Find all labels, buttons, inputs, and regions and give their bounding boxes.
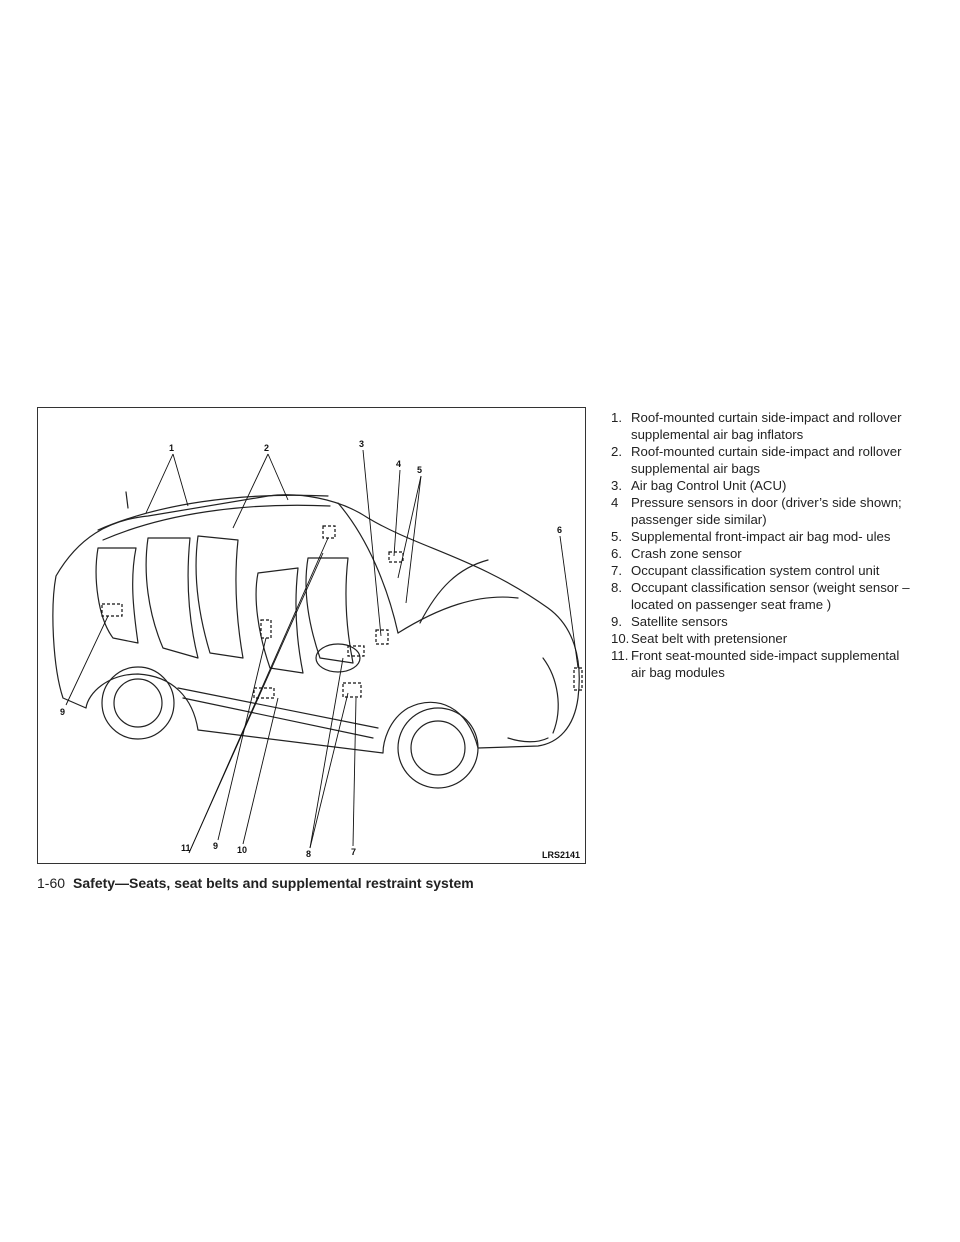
callout-11: 11 [181,843,191,853]
legend-number: 10. [611,631,630,646]
legend-text: Seat belt with pretensioner [631,631,788,646]
airbag-system-illustration: 1 2 3 4 5 6 7 8 9 9 10 11 LRS2141 [37,407,586,864]
legend-text: Front seat-mounted side-impact supplemen… [631,648,900,680]
legend-text: Supplemental front-impact air bag mod- u… [631,529,891,544]
callout-1: 1 [169,443,175,453]
legend-number: 2. [611,444,622,459]
callout-9-left: 9 [60,707,66,717]
legend-text: Crash zone sensor [631,546,742,561]
callout-10: 10 [237,845,248,855]
callout-6: 6 [557,525,563,535]
legend-item: 9. Satellite sensors [611,613,911,630]
legend-item: 7. Occupant classification system control… [611,562,911,579]
vehicle-cutaway-drawing [52,449,583,854]
section-title: Safety—Seats, seat belts and supplementa… [73,875,474,891]
legend-item: 2. Roof-mounted curtain side-impact and r… [611,443,911,477]
callout-4: 4 [396,459,402,469]
legend-item: 5. Supplemental front-impact air bag mod-… [611,528,911,545]
legend-number: 7. [611,563,622,578]
legend-number: 1. [611,410,622,425]
page-number: 1-60 [37,875,66,891]
legend-text: Air bag Control Unit (ACU) [631,478,787,493]
page-footer: 1-60 Safety—Seats, seat belts and supplem… [37,875,474,891]
legend-item: 8. Occupant classification sensor (weight… [611,579,911,613]
legend-item: 11.Front seat-mounted side-impact supple… [611,647,911,681]
legend-number: 4 [611,495,619,510]
legend-text: Occupant classification system control u… [631,563,880,578]
callout-8: 8 [306,849,312,859]
legend-item: 3. Air bag Control Unit (ACU) [611,477,911,494]
callout-2: 2 [264,443,270,453]
legend-text: Satellite sensors [631,614,728,629]
component-legend: 1. Roof-mounted curtain side-impact and r… [611,409,911,681]
legend-item: 4 Pressure sensors in door (driver’s side… [611,494,911,528]
legend-item: 6. Crash zone sensor [611,545,911,562]
legend-number: 8. [611,580,622,595]
legend-text: Roof-mounted curtain side-impact and rol… [631,444,902,476]
legend-text: Occupant classification sensor (weight s… [631,580,910,612]
legend-number: 6. [611,546,622,561]
callout-3: 3 [359,439,365,449]
legend-text: Pressure sensors in door (driver’s side … [631,495,902,527]
legend-number: 11. [611,648,629,663]
legend-number: 3. [611,478,622,493]
legend-item: 1. Roof-mounted curtain side-impact and r… [611,409,911,443]
callout-5: 5 [417,465,423,475]
callout-7: 7 [351,847,357,857]
legend-number: 9. [611,614,622,629]
legend-text: Roof-mounted curtain side-impact and rol… [631,410,902,442]
legend-number: 5. [611,529,622,544]
callout-9-bottom: 9 [213,841,219,851]
figure-code: LRS2141 [541,850,580,860]
legend-item: 10.Seat belt with pretensioner [611,630,911,647]
